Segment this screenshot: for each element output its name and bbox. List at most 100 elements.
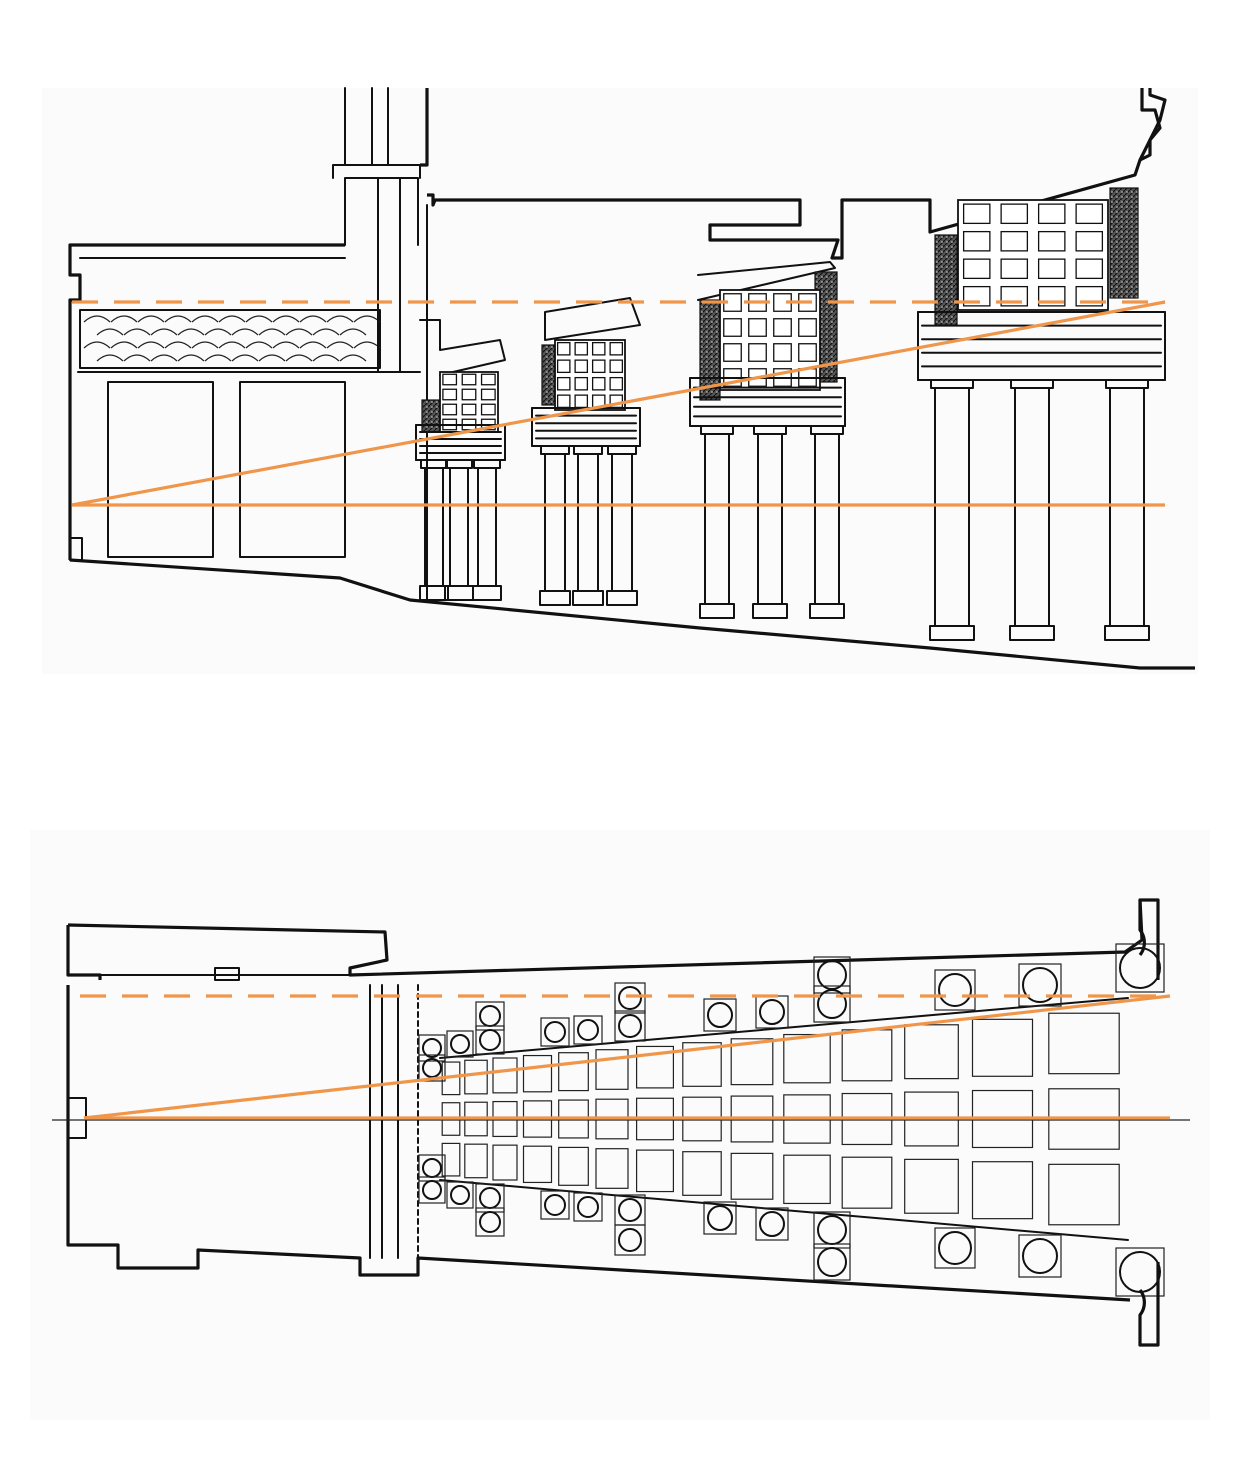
column-plinth	[934, 969, 976, 1011]
coffer-cell	[442, 373, 458, 386]
column-plinth	[614, 982, 646, 1014]
column-plinth	[1115, 1247, 1165, 1297]
roof-tile	[326, 315, 354, 323]
plan-coffer	[464, 1059, 488, 1095]
bay1-top	[419, 319, 506, 376]
coffer-cell	[574, 341, 589, 356]
roof-tile	[110, 341, 138, 349]
roof-tile	[258, 328, 286, 336]
niche-top	[1138, 900, 1146, 956]
plan-panel	[30, 830, 1210, 1420]
column-base	[699, 603, 735, 619]
column-plinth	[573, 1015, 603, 1045]
tower-base	[344, 177, 419, 246]
niche-bottom	[1138, 1262, 1160, 1347]
tower	[332, 87, 429, 373]
left-wall-outline	[68, 243, 345, 560]
coffer-cell	[748, 343, 767, 362]
tower-cornice	[332, 164, 421, 179]
guide-line-solid	[83, 994, 1171, 1120]
column-plinth	[475, 1025, 505, 1055]
plan-coffer	[682, 1151, 722, 1196]
column-plinth	[446, 1030, 474, 1058]
coffer-cell	[556, 359, 571, 374]
coffer-cell	[798, 318, 817, 337]
roof-tile	[164, 315, 192, 323]
coffer-cell	[1075, 230, 1104, 252]
coffer-cell	[962, 203, 991, 225]
column-base	[929, 625, 975, 641]
column-circle	[938, 1231, 972, 1265]
roof-tile	[218, 315, 246, 323]
entablature-end	[917, 311, 1166, 381]
column-circle	[618, 1228, 642, 1252]
plan-niche	[214, 967, 240, 981]
column-base	[752, 603, 788, 619]
elevation-panel	[42, 87, 1198, 674]
tower-edge	[420, 88, 429, 167]
roof-tile	[272, 341, 300, 349]
plan-coffer	[635, 1045, 674, 1089]
coffer-cell	[1037, 203, 1066, 225]
roof-tile	[339, 354, 367, 362]
bay-hatched-panel	[1109, 187, 1139, 299]
plan-coffer	[841, 1156, 893, 1209]
column-plinth	[540, 1190, 570, 1220]
ground-line	[69, 558, 1195, 670]
door-post	[69, 537, 83, 561]
coffer-cell	[723, 343, 742, 362]
column-base	[539, 590, 571, 606]
roof-tile	[191, 315, 219, 323]
coffer-cell	[773, 318, 792, 337]
bay-hatched-panel	[541, 344, 557, 406]
coffer-cell	[609, 359, 624, 374]
roof-tile	[177, 328, 205, 336]
coffer-cell	[609, 376, 624, 391]
plan-threshold	[369, 984, 399, 1259]
coffer-cell	[480, 403, 496, 416]
roof-tile	[110, 315, 138, 323]
column-plinth	[1018, 1234, 1062, 1278]
column-plinth	[813, 1243, 851, 1281]
column-circle	[618, 1014, 642, 1038]
coffer-cell	[962, 230, 991, 252]
roof-tile	[312, 328, 340, 336]
coffer-cell	[748, 318, 767, 337]
coffer-cell	[962, 258, 991, 280]
roof-tile	[123, 328, 151, 336]
coffer-cell	[480, 388, 496, 401]
column-base	[419, 585, 449, 601]
plan-coffer	[558, 1052, 589, 1092]
roof-tile	[204, 328, 232, 336]
plan-coffer	[1048, 1163, 1120, 1226]
column-circle	[759, 1211, 785, 1237]
plan-coffer	[558, 1146, 589, 1186]
column-plinth	[614, 1010, 646, 1042]
coffer-cell	[1000, 258, 1029, 280]
column-plinth	[573, 1192, 603, 1222]
column-circle	[707, 1205, 733, 1231]
coffer-cell	[1000, 230, 1029, 252]
bay-hatched-panel	[421, 399, 441, 433]
colonnade-roofline	[427, 88, 1167, 260]
column-plinth	[755, 1207, 789, 1241]
plan-top-outline	[67, 898, 1160, 980]
column-circle	[450, 1185, 470, 1205]
column-circle	[1022, 967, 1058, 1003]
roof-tile	[137, 315, 165, 323]
plan-coffer	[441, 1142, 461, 1177]
column-plinth	[446, 1181, 474, 1209]
roof-tile	[150, 354, 178, 362]
column-circle	[422, 1038, 442, 1058]
plan-coffer	[904, 1158, 959, 1214]
roof-tile	[285, 354, 313, 362]
plan-coffer	[730, 1152, 774, 1200]
column-circle	[817, 1247, 847, 1277]
plan-coffer	[730, 1038, 774, 1086]
roof-tile	[326, 341, 354, 349]
roof-tile	[83, 315, 111, 323]
roof-tile	[96, 328, 124, 336]
coffer-cell	[591, 341, 606, 356]
roof-tiles	[83, 315, 381, 362]
coffer-cell	[556, 341, 571, 356]
